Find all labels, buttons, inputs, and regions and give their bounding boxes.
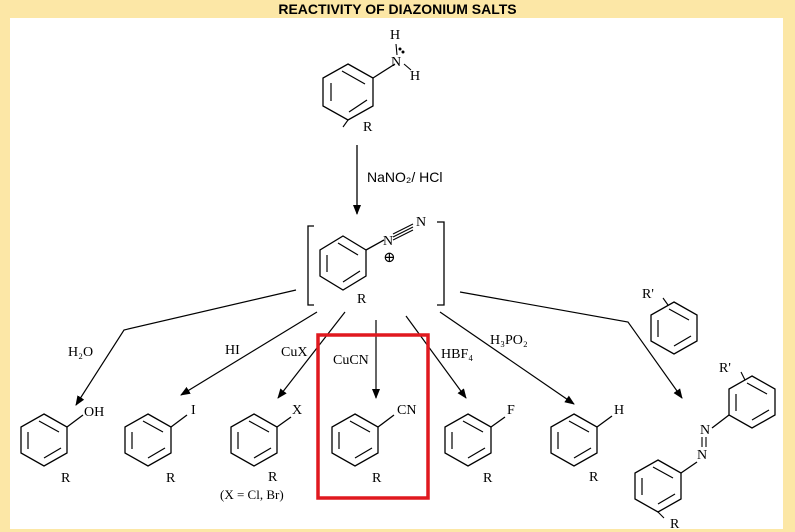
r-substituent-label: R [61,471,71,486]
left-bracket [307,225,314,306]
h-label: H [390,28,400,43]
n-label: N [416,215,426,230]
reagent-label: CuX [281,345,307,360]
fluoro-product: F R [444,403,515,486]
nitrile-product: CN R [331,403,416,486]
diagram-title: REACTIVITY OF DIAZONIUM SALTS [278,1,517,17]
reaction-arrow [405,315,467,399]
r-substituent-label: R [166,471,176,486]
reaction-arrow [75,289,297,406]
r-substituent-label: R [268,470,278,485]
phenol-product: OH R [20,405,104,486]
reaction-arrow [180,311,318,396]
iodo-product: I R [124,403,196,486]
highlight-box [316,333,430,500]
r-substituent-label: R [357,292,367,307]
reaction-arrow [459,291,683,399]
reaction-arrow [277,311,346,399]
halo-product: X R (X = Cl, Br) [220,403,302,502]
substituent-label: F [507,403,515,418]
r-substituent-label: R [372,471,382,486]
reagent-label: H₃PO₂ [490,333,528,348]
reagent-label: HBF₄ [441,347,473,362]
n-label: N [391,55,401,70]
azo-product: R' N N R [634,361,776,532]
substituent-label: H [614,403,624,418]
benzene-ring [650,301,698,355]
r-substituent-label: R [589,470,599,485]
diagram-panel [10,18,783,529]
reagent-label: HI [225,343,240,358]
n-label: N [700,423,710,438]
substituent-label: OH [84,405,104,420]
n-label: N [697,448,707,463]
substituent-label: X [292,403,302,418]
coupling-partner: R' [642,287,698,355]
benzene-ring [728,375,776,429]
reagent-label: H₂O [68,345,93,360]
reaction-arrow [439,311,575,405]
n-label: N [383,234,393,249]
r-substituent-label: R [363,120,373,135]
r-prime-label: R' [642,287,654,302]
reagent-label: CuCN [333,353,369,368]
reagent-label: NaNO₂/ HCl [367,169,442,185]
reduced-product: H R [550,403,624,485]
halogen-note: (X = Cl, Br) [220,487,284,502]
diazonium-salt: N N ⊕ R [307,215,445,307]
substituent-label: I [191,403,196,418]
r-substituent-label: R [483,471,493,486]
aniline-molecule: H N H R [322,28,420,135]
r-substituent-label: R [670,517,680,532]
positive-charge-icon: ⊕ [383,250,396,266]
substituent-label: CN [397,403,416,418]
h-label: H [410,69,420,84]
r-prime-label: R' [719,361,731,376]
right-bracket [437,221,445,306]
